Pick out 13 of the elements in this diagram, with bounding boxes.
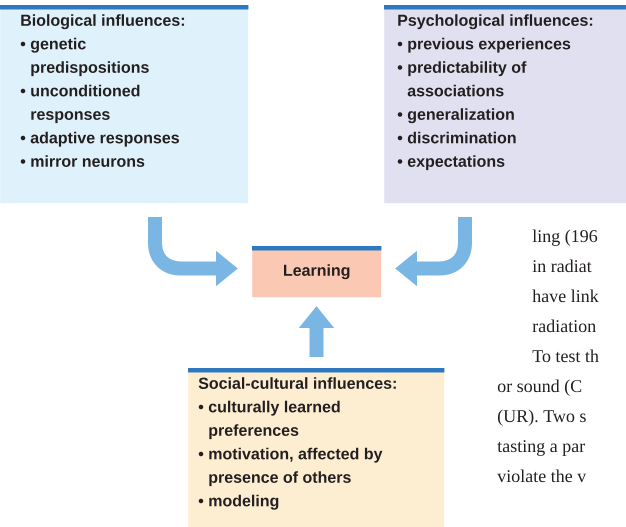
- body-text-line: radiation: [532, 320, 596, 332]
- info-panel: Social-cultural influences: • culturally learned preferences • motivation, affected by presence of others • modeling: [188, 368, 444, 527]
- body-text-line: violate the v: [497, 470, 586, 482]
- body-text-line: in radiat: [532, 260, 592, 272]
- concept-box: Learning: [252, 246, 382, 298]
- body-text-line: ling (196: [532, 230, 598, 246]
- body-text-line: have link: [532, 290, 599, 302]
- body-text-line: To test th: [532, 350, 599, 362]
- body-text-line: or sound (C: [498, 380, 582, 396]
- body-text-line: (UR). Two s: [498, 410, 586, 426]
- body-text-line: tasting a par: [497, 440, 586, 456]
- info-panel: Biological influences: • genetic predispositions • unconditioned responses • adaptive responses • mirror neurons: [0, 5, 248, 204]
- info-panel: Psychological influences: • previous experiences • predictability of associations • generalization • discrimination • expectations: [384, 5, 626, 204]
